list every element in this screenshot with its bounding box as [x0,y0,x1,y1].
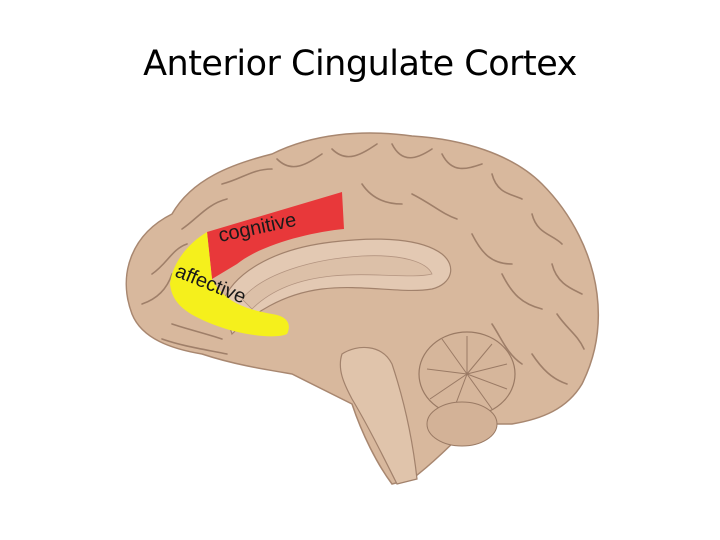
cerebellum [418,331,516,447]
brain-sagittal-illustration: cognitive affective [125,132,600,485]
brain-figure: cognitive affective [112,124,608,486]
slide-title: Anterior Cingulate Cortex [143,44,577,84]
